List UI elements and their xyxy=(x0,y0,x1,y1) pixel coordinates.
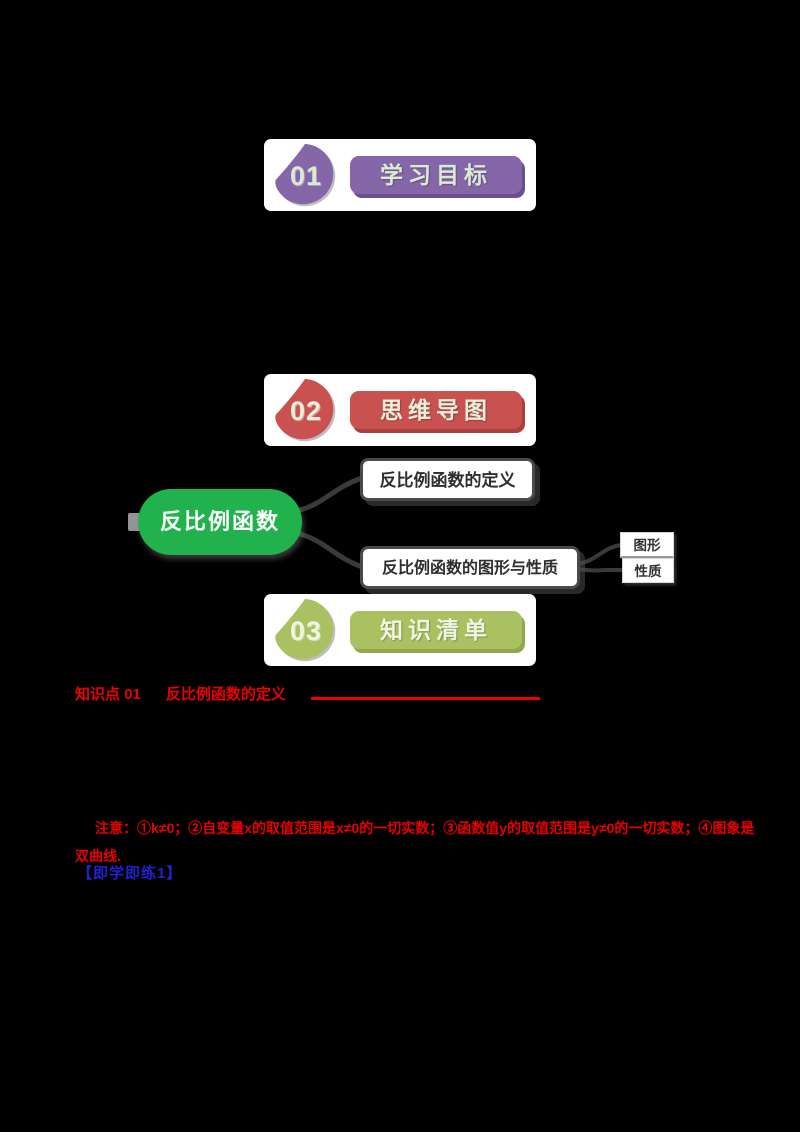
section-title-knowledge-list: 知识清单 xyxy=(350,611,522,649)
section-number-blob: 02 xyxy=(272,376,340,444)
section-number-blob: 01 xyxy=(272,141,340,209)
mindmap-branch-definition: 反比例函数的定义 xyxy=(360,458,535,501)
section-title-learning-goals: 学习目标 xyxy=(350,156,522,194)
blob-shape-icon xyxy=(275,143,334,205)
mindmap-branch-graph-properties: 反比例函数的图形与性质 xyxy=(360,546,580,589)
knowledge-point-underline xyxy=(311,697,540,700)
section-number: 01 xyxy=(289,161,323,191)
mindmap-leaf-properties: 性质 xyxy=(622,558,674,583)
knowledge-point-heading: 知识点 01 反比例函数的定义 xyxy=(75,683,286,704)
knowledge-point-label: 知识点 01 xyxy=(75,686,141,703)
connector-root-to-definition xyxy=(297,475,365,513)
blob-path xyxy=(275,143,334,205)
mind-map: 反比例函数 反比例函数的定义 反比例函数的图形与性质 图形 性质 xyxy=(100,448,700,598)
blob-path xyxy=(275,378,334,440)
blob-shape-icon xyxy=(275,598,334,660)
section-title-mind-map: 思维导图 xyxy=(350,391,522,429)
connector-root-to-graph-properties xyxy=(297,531,365,570)
section-card-learning-goals: 01 学习目标 xyxy=(264,139,536,211)
connector-to-graph-leaf xyxy=(576,543,623,566)
connector-to-properties-leaf xyxy=(576,567,625,573)
section-number: 03 xyxy=(289,616,323,646)
blob-path xyxy=(275,598,334,660)
knowledge-point-title: 反比例函数的定义 xyxy=(165,686,286,703)
mindmap-connectors xyxy=(297,475,625,573)
mindmap-leaf-graph: 图形 xyxy=(620,532,674,558)
knowledge-note-text: 注意：①k≠0；②自变量x的取值范围是x≠0的一切实数；③函数值y的取值范围是y… xyxy=(75,820,755,864)
section-number: 02 xyxy=(289,396,323,426)
practice-heading: 【即学即练1】 xyxy=(77,865,183,882)
section-number-blob: 03 xyxy=(272,596,340,664)
section-card-knowledge-list: 03 知识清单 xyxy=(264,594,536,666)
section-card-mind-map: 02 思维导图 xyxy=(264,374,536,446)
blob-shape-icon xyxy=(275,378,334,440)
mindmap-root-node: 反比例函数 xyxy=(138,489,302,555)
